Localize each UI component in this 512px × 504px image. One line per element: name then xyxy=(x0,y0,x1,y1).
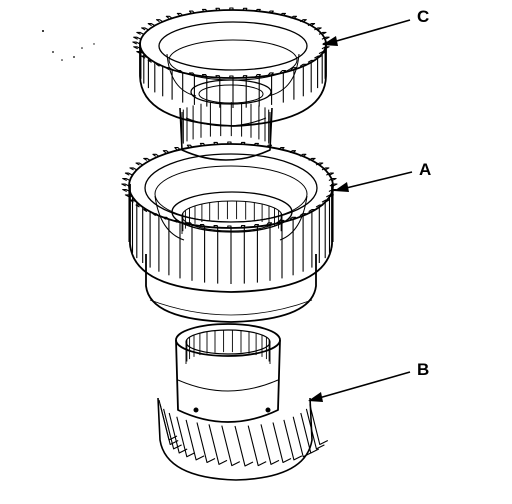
arrowheads xyxy=(308,36,349,402)
part-b-helical-teeth xyxy=(158,399,329,467)
part-b-top-splines xyxy=(185,330,271,364)
part-c-teeth xyxy=(132,7,331,108)
part-c-hub-splines xyxy=(181,102,271,146)
part-c-hub xyxy=(179,107,273,161)
arrowhead-a xyxy=(334,182,349,192)
leader-line-b xyxy=(311,371,411,401)
callout-label-b: B xyxy=(417,360,430,379)
part-b-gear xyxy=(157,323,329,481)
callout-label-a: A xyxy=(419,160,432,179)
leader-lines xyxy=(311,19,413,401)
leader-line-a xyxy=(337,171,413,191)
part-b-hub xyxy=(175,339,281,423)
leader-line-c xyxy=(325,19,411,45)
part-a-gear xyxy=(121,141,338,323)
callout-label-c: C xyxy=(417,7,430,26)
scan-specks xyxy=(42,30,95,61)
part-a-inner-splines xyxy=(181,201,283,234)
part-c-gear xyxy=(132,7,331,161)
part-c-rim xyxy=(139,42,327,127)
arrowhead-b xyxy=(308,392,323,402)
arrowhead-c xyxy=(322,36,338,46)
